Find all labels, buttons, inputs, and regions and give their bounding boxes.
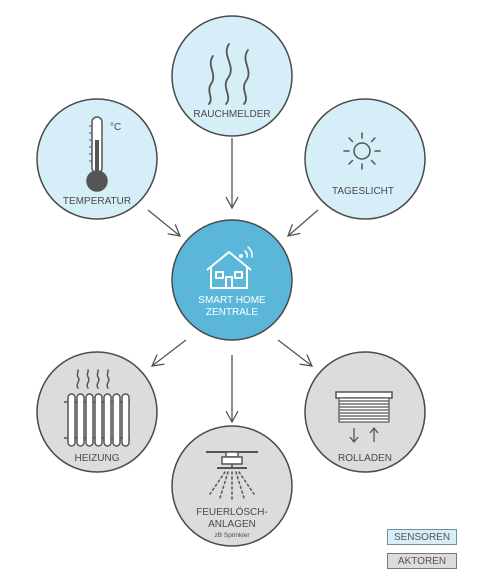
legend-actors: AKTOREN: [387, 553, 457, 569]
actor-sprinkler: FEUERLÖSCH- ANLAGEN zB Sprinkler: [171, 425, 293, 547]
sensor-daylight: TAGESLICHT: [304, 98, 426, 220]
daylight-label: TAGESLICHT: [332, 186, 394, 197]
sprinkler-label-line2: ANLAGEN: [208, 519, 256, 530]
temperature-label: TEMPERATUR: [63, 196, 131, 207]
sensor-smoke-detector: RAUCHMELDER: [171, 15, 293, 137]
thermometer-icon: [86, 116, 108, 192]
arrow-daylight-to-center: [286, 209, 319, 237]
shutter-icon: [335, 391, 393, 423]
sensor-temperature: °C TEMPERATUR: [36, 98, 158, 220]
smoke-icon: [208, 43, 250, 105]
center-label-line2: ZENTRALE: [206, 307, 259, 318]
wifi-signal-icon: [239, 246, 253, 258]
arrow-center-to-heating: [150, 339, 187, 367]
actor-shutters: ROLLADEN: [304, 351, 426, 473]
center-label-line1: SMART HOME: [198, 295, 266, 306]
heating-label: HEIZUNG: [75, 453, 120, 464]
legend-sensors: SENSOREN: [387, 529, 457, 545]
radiator-icon: [64, 393, 130, 447]
arrow-center-to-shutters: [277, 339, 314, 367]
sprinkler-label-line1: FEUERLÖSCH-: [196, 506, 268, 518]
connection-arrows: [147, 138, 319, 424]
sun-icon: [343, 132, 381, 170]
shutters-label: ROLLADEN: [338, 453, 392, 464]
arrow-down-icon: [349, 428, 359, 444]
arrow-temperature-to-center: [147, 209, 182, 237]
heat-waves-icon: [76, 369, 110, 389]
house-icon: [206, 251, 252, 289]
sprinkler-icon: [206, 451, 258, 469]
smart-home-center: SMART HOME ZENTRALE: [171, 219, 293, 341]
water-spray-icon: [209, 471, 255, 501]
actor-heating: HEIZUNG: [36, 351, 158, 473]
smoke-label: RAUCHMELDER: [193, 109, 270, 120]
sprinkler-sublabel: zB Sprinkler: [214, 532, 250, 539]
arrow-up-icon: [369, 426, 379, 442]
temperature-unit-label: °C: [110, 122, 121, 133]
